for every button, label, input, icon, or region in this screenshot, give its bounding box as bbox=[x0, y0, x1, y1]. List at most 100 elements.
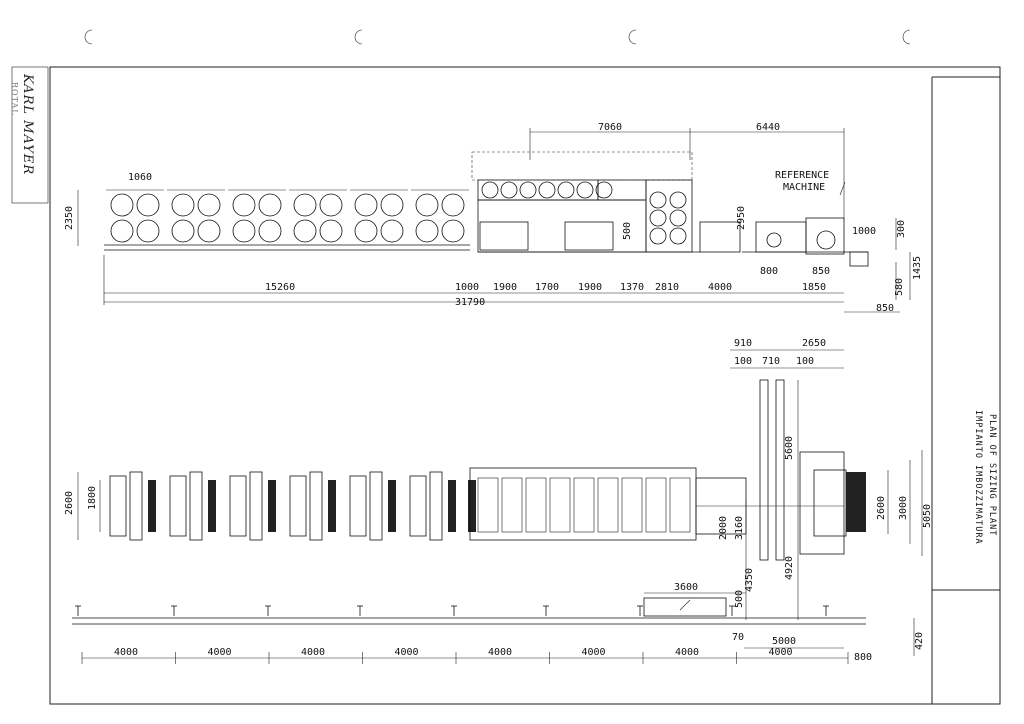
ground-dim-label: 4000 bbox=[488, 647, 512, 658]
creel-plan-hatch bbox=[328, 480, 336, 532]
title-line-1: IMPIANTO IMBOZZIMATURA bbox=[973, 410, 983, 545]
dryer-cylinder bbox=[500, 181, 518, 199]
dryer-plan-cell bbox=[669, 477, 691, 533]
side-dim-850b: 850 bbox=[876, 303, 894, 314]
creel-plan-unit bbox=[349, 475, 367, 537]
side-dim-7060: 7060 bbox=[598, 122, 622, 133]
creel-plan-hatch bbox=[208, 480, 216, 532]
side-dim-row-label: 2810 bbox=[655, 282, 679, 293]
ground-dim-label: 4000 bbox=[301, 647, 325, 658]
creel-cylinder bbox=[441, 193, 465, 217]
creel-plan-unit bbox=[229, 475, 247, 537]
plan-dim-500: 500 bbox=[734, 590, 745, 608]
side-dim-500: 500 bbox=[622, 222, 633, 240]
plan-dim-4920: 4920 bbox=[784, 556, 795, 580]
ground-dim-label: 4000 bbox=[675, 647, 699, 658]
creel-cylinder bbox=[354, 193, 378, 217]
dryer-cylinder bbox=[649, 209, 667, 227]
plan-dim-5050: 5050 bbox=[922, 504, 933, 528]
plan-dim-2600-right: 2600 bbox=[876, 496, 887, 520]
dryer-cylinder bbox=[538, 181, 556, 199]
creel-cylinder bbox=[136, 219, 160, 243]
creel-cylinder bbox=[232, 219, 256, 243]
side-dim-row-label: 1900 bbox=[578, 282, 602, 293]
plan-dim-1800: 1800 bbox=[87, 486, 98, 510]
dryer-cylinder bbox=[649, 191, 667, 209]
ground-dim-800: 800 bbox=[854, 652, 872, 663]
side-dim-1435: 1435 bbox=[912, 256, 923, 280]
reference-label-2: MACHINE bbox=[783, 182, 825, 193]
plan-dim-4350: 4350 bbox=[744, 568, 755, 592]
plan-dim-710: 710 bbox=[762, 356, 780, 367]
dryer-plan-cell bbox=[621, 477, 643, 533]
side-dim-row-label: 1900 bbox=[493, 282, 517, 293]
creel-cylinder bbox=[136, 193, 160, 217]
ground-dim-label: 4000 bbox=[395, 647, 419, 658]
dryer-cylinder bbox=[519, 181, 537, 199]
creel-cylinder bbox=[415, 219, 439, 243]
side-dim-1060: 1060 bbox=[128, 172, 152, 183]
punch-marks bbox=[84, 29, 911, 45]
plan-dim-2600-left: 2600 bbox=[64, 491, 75, 515]
drawing-frame bbox=[49, 66, 1001, 705]
creel-cylinder bbox=[354, 219, 378, 243]
dryer-cylinder bbox=[649, 227, 667, 245]
side-dim-row-label: 1370 bbox=[620, 282, 644, 293]
creel-cylinder bbox=[380, 193, 404, 217]
side-dim-6440: 6440 bbox=[756, 122, 780, 133]
ground-dim-label: 4000 bbox=[208, 647, 232, 658]
plan-dim-3000: 3000 bbox=[898, 496, 909, 520]
side-dim-850a: 850 bbox=[812, 266, 830, 277]
creel-cylinder bbox=[415, 193, 439, 217]
creel-cylinder bbox=[319, 219, 343, 243]
title-line-2: PLAN OF SIZING PLANT bbox=[987, 414, 997, 536]
reference-label-1: REFERENCE bbox=[775, 170, 829, 181]
dryer-cylinder bbox=[481, 181, 499, 199]
side-dim-row-label: 1700 bbox=[535, 282, 559, 293]
dryer-plan-cell bbox=[549, 477, 571, 533]
creel-cylinder bbox=[197, 219, 221, 243]
plan-view: 2600 1800 910 2650 100 710 100 2000 3160… bbox=[64, 338, 933, 620]
creel-plan-unit bbox=[169, 475, 187, 537]
side-dim-800: 800 bbox=[760, 266, 778, 277]
creel-plan-hatch bbox=[448, 480, 456, 532]
creel-plan-unit bbox=[309, 471, 323, 541]
creel-plan-unit bbox=[409, 475, 427, 537]
creel-plan-hatch bbox=[468, 480, 476, 532]
side-dim-31790: 31790 bbox=[455, 297, 485, 308]
dryer-plan-cell bbox=[645, 477, 667, 533]
creel-cylinder bbox=[380, 219, 404, 243]
dryer-cylinder bbox=[557, 181, 575, 199]
ground-dim-label: 4000 bbox=[582, 647, 606, 658]
side-dim-row-label: 1000 bbox=[455, 282, 479, 293]
ground-dim-label: 4000 bbox=[769, 647, 793, 658]
plan-dim-2650: 2650 bbox=[802, 338, 826, 349]
creel-cylinder bbox=[110, 193, 134, 217]
dryer-cylinder bbox=[669, 191, 687, 209]
creel-cylinder bbox=[197, 193, 221, 217]
ground-dim-70: 70 bbox=[732, 632, 744, 643]
creel-cylinder bbox=[110, 219, 134, 243]
creel-cylinder bbox=[319, 193, 343, 217]
plan-dim-3160: 3160 bbox=[734, 516, 745, 540]
dryer-cylinder bbox=[576, 181, 594, 199]
brand-name: KARL MAYER bbox=[20, 73, 35, 175]
dryer-cylinder bbox=[669, 209, 687, 227]
dryer-plan-cell bbox=[501, 477, 523, 533]
creel-plan-unit bbox=[109, 475, 127, 537]
ground-dim-5000: 5000 bbox=[772, 636, 796, 647]
plan-dim-5600: 5600 bbox=[784, 436, 795, 460]
dryer-cylinder bbox=[669, 227, 687, 245]
side-dim-580: 580 bbox=[894, 278, 905, 296]
creel-plan-unit bbox=[189, 471, 203, 541]
side-dim-2950: 2950 bbox=[736, 206, 747, 230]
creel-cylinder bbox=[258, 219, 282, 243]
brand-sub: ROTAL bbox=[10, 82, 19, 116]
creel-cylinder bbox=[258, 193, 282, 217]
creel-plan-unit bbox=[429, 471, 443, 541]
creel-cylinder bbox=[293, 219, 317, 243]
creel-plan-hatch bbox=[388, 480, 396, 532]
plan-dim-100a: 100 bbox=[734, 356, 752, 367]
side-dim-300: 300 bbox=[896, 220, 907, 238]
